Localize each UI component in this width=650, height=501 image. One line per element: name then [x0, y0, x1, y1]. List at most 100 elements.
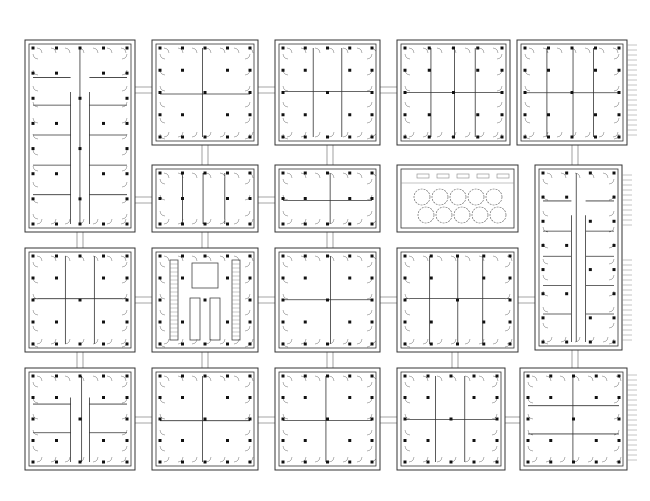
- column-marker-icon: [55, 222, 58, 226]
- door-swing-icon: [282, 53, 289, 60]
- column-marker-icon: [125, 172, 129, 176]
- column-marker-icon: [594, 439, 598, 442]
- column-marker-icon: [226, 276, 229, 280]
- column-marker-icon: [303, 46, 307, 50]
- door-swing-icon: [524, 133, 531, 140]
- column-marker-icon: [102, 439, 105, 442]
- column-marker-icon: [31, 439, 35, 442]
- door-swing-icon: [64, 47, 71, 54]
- block-inner-wall: [278, 43, 377, 142]
- column-marker-icon: [248, 320, 252, 324]
- door-swing-icon: [121, 341, 128, 348]
- column-marker-icon: [281, 222, 285, 226]
- column-marker-icon: [570, 91, 574, 94]
- door-swing-icon: [366, 210, 373, 217]
- corridor: [258, 296, 275, 304]
- door-swing-icon: [366, 381, 373, 388]
- door-swing-icon: [542, 274, 549, 281]
- door-swing-icon: [177, 218, 184, 225]
- door-swing-icon: [608, 306, 615, 313]
- column-marker-icon: [508, 298, 512, 302]
- door-swing-icon: [163, 47, 170, 54]
- column-marker-icon: [427, 113, 431, 117]
- door-swing-icon: [244, 133, 251, 140]
- door-swing-icon: [282, 133, 289, 140]
- column-marker-icon: [541, 292, 545, 296]
- column-marker-icon: [617, 417, 621, 421]
- column-marker-icon: [281, 298, 285, 302]
- door-swing-icon: [496, 101, 503, 108]
- door-swing-icon: [491, 445, 498, 452]
- column-marker-icon: [348, 222, 352, 226]
- column-marker-icon: [526, 374, 530, 378]
- door-swing-icon: [542, 194, 549, 201]
- door-swing-icon: [50, 218, 57, 225]
- door-swing-icon: [328, 338, 335, 345]
- column-marker-icon: [612, 243, 616, 247]
- door-swing-icon: [328, 131, 335, 138]
- door-swing-icon: [244, 413, 251, 420]
- door-swing-icon: [92, 255, 99, 262]
- column-marker-icon: [594, 135, 597, 139]
- block-outline: [274, 164, 381, 233]
- column-marker-icon: [125, 222, 129, 226]
- door-swing-icon: [32, 413, 39, 420]
- column-marker-icon: [125, 298, 129, 302]
- column-marker-icon: [281, 68, 285, 72]
- column-marker-icon: [248, 374, 252, 378]
- door-swing-icon: [342, 255, 349, 262]
- column-marker-icon: [500, 68, 504, 72]
- door-swing-icon: [191, 218, 198, 225]
- column-marker-icon: [226, 135, 229, 139]
- tree-symbol-icon: [453, 206, 471, 224]
- column-marker-icon: [370, 171, 374, 175]
- column-marker-icon: [78, 222, 82, 226]
- block-outline: [396, 164, 519, 233]
- door-swing-icon: [542, 322, 549, 329]
- column-marker-icon: [482, 342, 486, 346]
- door-swing-icon: [300, 338, 307, 345]
- column-marker-icon: [281, 374, 285, 378]
- column-marker-icon: [125, 254, 129, 258]
- column-marker-icon: [370, 276, 374, 280]
- door-swing-icon: [163, 255, 170, 262]
- column-marker-icon: [181, 113, 184, 117]
- column-marker-icon: [326, 46, 329, 50]
- building-block: [274, 367, 381, 471]
- tree-symbol-icon: [435, 206, 453, 224]
- door-swing-icon: [233, 172, 240, 179]
- door-swing-icon: [219, 338, 226, 345]
- door-swing-icon: [121, 261, 128, 268]
- door-swing-icon: [527, 381, 534, 388]
- bench: [416, 173, 430, 179]
- door-swing-icon: [244, 117, 251, 124]
- tree-symbol-icon: [413, 188, 431, 206]
- column-marker-icon: [102, 222, 105, 226]
- column-marker-icon: [370, 439, 374, 442]
- block-inner-wall: [400, 251, 515, 349]
- door-swing-icon: [244, 341, 251, 348]
- column-marker-icon: [125, 417, 129, 421]
- door-swing-icon: [450, 338, 457, 345]
- door-swing-icon: [464, 131, 471, 138]
- door-swing-icon: [366, 178, 373, 185]
- door-swing-icon: [247, 218, 254, 225]
- column-marker-icon: [181, 68, 184, 72]
- door-swing-icon: [32, 261, 39, 268]
- door-swing-icon: [191, 47, 198, 54]
- corridor: [451, 352, 459, 368]
- column-marker-icon: [326, 460, 329, 464]
- door-swing-icon: [366, 445, 373, 452]
- door-swing-icon: [286, 255, 293, 262]
- tree-symbol-icon: [467, 188, 485, 206]
- door-swing-icon: [50, 47, 57, 54]
- door-swing-icon: [408, 131, 415, 138]
- door-swing-icon: [366, 133, 373, 140]
- door-swing-icon: [464, 255, 471, 262]
- door-swing-icon: [491, 381, 498, 388]
- column-marker-icon: [303, 171, 307, 175]
- door-swing-icon: [159, 341, 166, 348]
- column-marker-icon: [348, 46, 352, 50]
- door-swing-icon: [404, 117, 411, 124]
- door-swing-icon: [120, 456, 127, 463]
